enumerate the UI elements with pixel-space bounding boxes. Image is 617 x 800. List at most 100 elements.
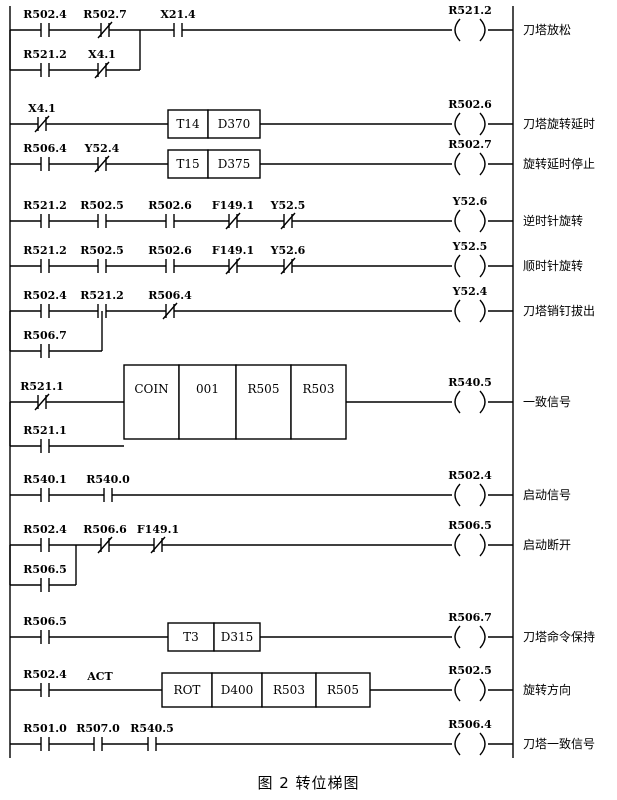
nc-contact: R506.6 <box>83 523 127 554</box>
output-coil: R506.5 <box>448 519 513 557</box>
parallel-branch: R506.5 <box>9 545 77 592</box>
output-coil: R521.2 <box>448 4 513 42</box>
function-block-label: R505 <box>327 683 359 697</box>
no-contact: R506.4 <box>23 142 67 171</box>
function-block-label: COIN <box>134 382 168 396</box>
contact-label: R507.0 <box>76 722 120 735</box>
contact-label: R540.5 <box>130 722 174 735</box>
function-block-label: R503 <box>303 382 335 396</box>
contact-label: F149.1 <box>212 244 254 257</box>
function-block-label: T15 <box>176 157 199 171</box>
coil-label: R502.4 <box>448 469 492 482</box>
function-block-label: ROT <box>174 683 201 697</box>
coil-label: R540.5 <box>448 376 492 389</box>
function-block-cell <box>167 149 209 179</box>
function-block-label: R505 <box>248 382 280 396</box>
contact-label: R521.2 <box>80 289 124 302</box>
contact-label: R502.4 <box>23 668 67 681</box>
no-contact: R521.1 <box>23 424 67 453</box>
contact-label: R502.7 <box>83 8 127 21</box>
function-block-cell <box>235 364 292 440</box>
no-contact: R501.0 <box>23 722 67 751</box>
contact-label: R540.0 <box>86 473 130 486</box>
coil-comment: 逆时针旋转 <box>523 213 583 228</box>
no-contact: R502.4 <box>23 8 67 37</box>
output-coil: R506.4 <box>448 718 513 756</box>
output-coil: Y52.5 <box>452 240 513 278</box>
contact-label: R540.1 <box>23 473 67 486</box>
contact-label: R506.4 <box>23 142 67 155</box>
contact-label: R521.1 <box>20 380 64 393</box>
function-block-cell <box>290 364 347 440</box>
contact-label: R521.1 <box>23 424 67 437</box>
contact-label: R506.5 <box>23 563 67 576</box>
coil-comment: 刀塔一致信号 <box>523 737 595 751</box>
contact-label: X4.1 <box>88 48 116 61</box>
function-block-label: D315 <box>221 630 254 644</box>
nc-contact: X4.1 <box>28 102 56 133</box>
coil-label: R506.7 <box>448 611 492 624</box>
function-block-label: D400 <box>221 683 254 697</box>
contact-label: R506.4 <box>148 289 192 302</box>
no-contact: R502.5 <box>80 244 124 273</box>
no-contact: R521.2 <box>23 48 67 77</box>
function-block-label: 001 <box>196 382 219 396</box>
no-contact: R502.5 <box>80 199 124 228</box>
no-contact: R540.1 <box>23 473 67 502</box>
nc-contact: R521.1 <box>20 380 64 411</box>
output-coil: R502.4 <box>448 469 513 507</box>
nc-contact: F149.1 <box>212 199 254 230</box>
function-block-label: T14 <box>176 117 200 131</box>
function-block: T14 D370 <box>167 109 261 139</box>
no-contact: R540.5 <box>130 722 174 751</box>
no-contact: R521.2 <box>80 289 124 318</box>
output-coil: R502.5 <box>448 664 513 702</box>
nc-contact: Y52.6 <box>270 244 306 275</box>
function-block-cell <box>207 149 261 179</box>
nc-contact: F149.1 <box>137 523 179 554</box>
nc-contact: Y52.5 <box>270 199 306 230</box>
coil-comment: 刀塔销钉拔出 <box>523 303 595 318</box>
coil-comment: 旋转方向 <box>523 682 571 697</box>
nc-contact: X4.1 <box>88 48 116 79</box>
contact-label: R521.2 <box>23 244 67 257</box>
parallel-branch: R521.2 X4.1 <box>9 30 141 79</box>
contact-label: Y52.5 <box>270 199 306 212</box>
coil-comment: 刀塔旋转延时 <box>523 116 595 131</box>
contact-label: R521.2 <box>23 199 67 212</box>
no-contact: R502.4 <box>23 668 67 697</box>
no-contact: R506.5 <box>23 615 67 644</box>
contact-label: R506.6 <box>83 523 127 536</box>
output-coil: R540.5 <box>448 376 513 414</box>
nc-contact: F149.1 <box>212 244 254 275</box>
coil-label: R506.4 <box>448 718 492 731</box>
output-coil: Y52.6 <box>452 195 513 233</box>
no-contact: R521.2 <box>23 244 67 273</box>
function-block-cell <box>161 672 213 708</box>
function-block-cell <box>207 109 261 139</box>
contact-label: R521.2 <box>23 48 67 61</box>
output-coil: R502.7 <box>448 138 513 176</box>
coil-comment: 一致信号 <box>523 395 571 409</box>
contact-label: X21.4 <box>160 8 196 21</box>
coil-comment: 顺时针旋转 <box>523 258 583 273</box>
coil-comment: 启动信号 <box>523 488 571 502</box>
function-block-label: D370 <box>218 117 251 131</box>
coil-label: Y52.5 <box>452 240 488 253</box>
no-contact: R507.0 <box>76 722 120 751</box>
function-block-cell <box>211 672 263 708</box>
no-contact: R540.0 <box>86 473 130 502</box>
no-contact: R521.2 <box>23 199 67 228</box>
function-block: COIN 001 R505 R503 <box>123 364 347 440</box>
no-contact: R506.5 <box>23 563 67 592</box>
